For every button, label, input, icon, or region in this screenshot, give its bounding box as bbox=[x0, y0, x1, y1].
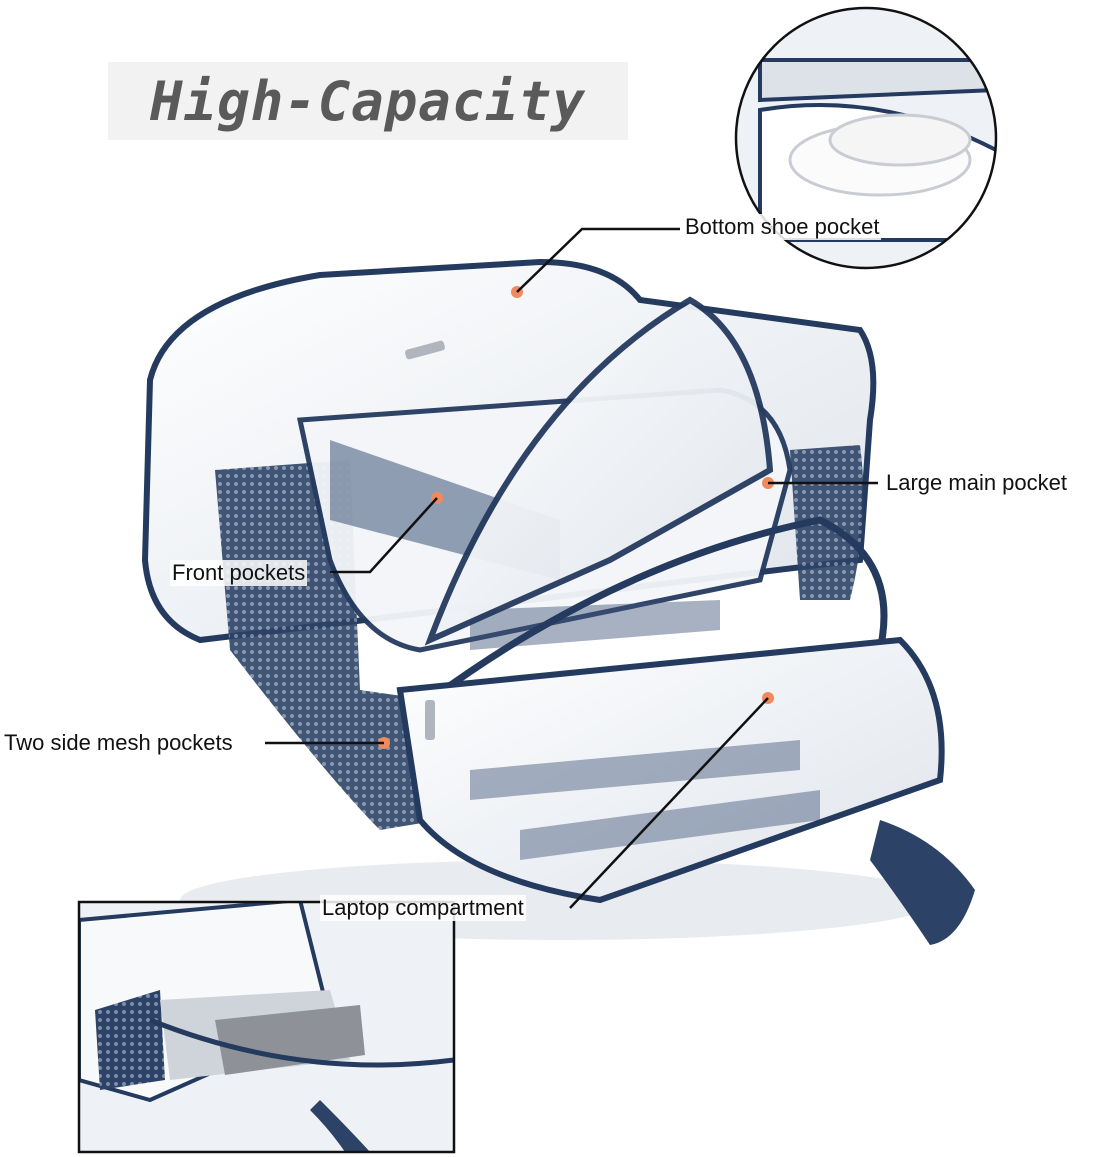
title-banner: High-Capacity bbox=[108, 62, 628, 140]
leader-line bbox=[330, 497, 438, 574]
backpack-bottom-body bbox=[396, 636, 945, 904]
zipper-pull bbox=[405, 340, 445, 360]
main-flap bbox=[424, 296, 774, 646]
zipper-pull-2 bbox=[425, 700, 435, 740]
page-title: High-Capacity bbox=[150, 69, 586, 133]
laptop-compartment-closeup bbox=[77, 900, 456, 1154]
inner-strap-2 bbox=[470, 600, 720, 650]
bottom-strap-1 bbox=[470, 740, 800, 800]
label-two-side-mesh-pockets: Two side mesh pockets bbox=[2, 730, 235, 756]
label-bottom-shoe-pocket: Bottom shoe pocket bbox=[683, 214, 882, 240]
label-laptop-compartment: Laptop compartment bbox=[320, 895, 526, 921]
leader-line bbox=[516, 227, 680, 293]
top-handle bbox=[870, 820, 975, 945]
label-large-main-pocket: Large main pocket bbox=[884, 470, 1069, 496]
leader-line bbox=[569, 697, 769, 909]
label-front-pockets: Front pockets bbox=[170, 560, 308, 586]
bottom-strap-2 bbox=[520, 790, 820, 860]
